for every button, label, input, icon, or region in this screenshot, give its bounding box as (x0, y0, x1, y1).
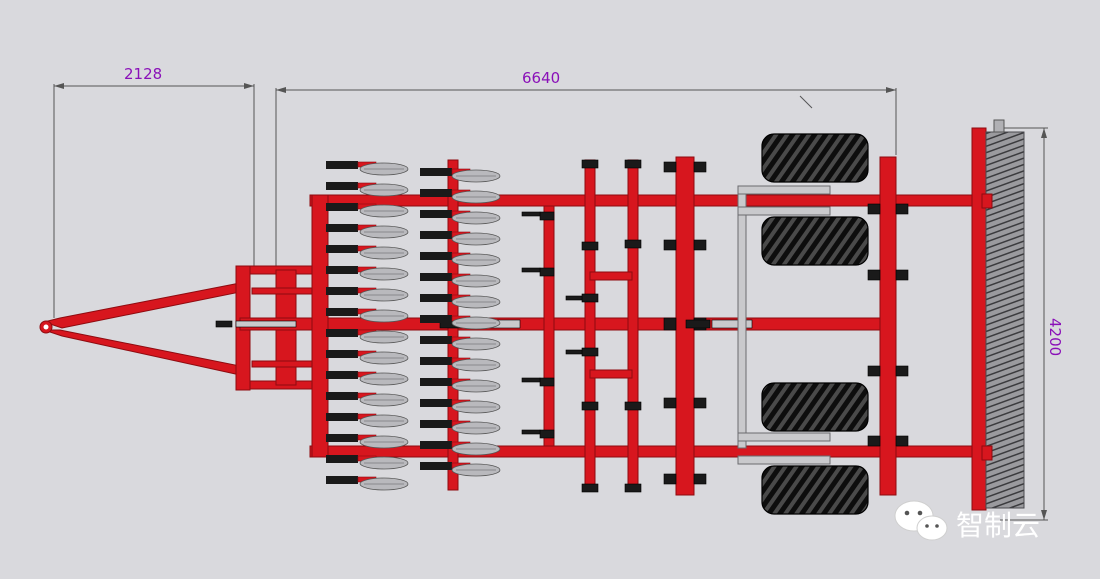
disc-unit (420, 462, 501, 477)
disc-unit (420, 294, 501, 309)
tow-hitch (39, 265, 317, 391)
disc-unit (326, 308, 409, 323)
disc-unit (326, 413, 409, 428)
hitch-length-label: 2128 (124, 65, 162, 83)
rear-roller (981, 119, 1025, 509)
disc-unit (326, 371, 409, 386)
disc-unit (420, 273, 501, 288)
disc-row-rear (420, 168, 501, 477)
wheel-axle (737, 185, 831, 465)
disc-unit (420, 252, 501, 267)
disc-unit (420, 168, 501, 183)
tire-top-2 (761, 216, 869, 266)
disc-unit (420, 399, 501, 414)
overall-width-label: 4200 (1046, 318, 1064, 356)
disc-unit (326, 287, 409, 302)
watermark-text: 智制云 (956, 509, 1040, 542)
watermark: 智制云 (894, 500, 1040, 542)
disc-unit (326, 203, 409, 218)
tire-top-1 (761, 133, 869, 183)
disc-unit (326, 266, 409, 281)
disc-unit (326, 350, 409, 365)
disc-unit (326, 329, 409, 344)
dimension-lines: 2128 6640 4200 (53, 65, 1064, 521)
tire-bottom-1 (761, 382, 869, 432)
disc-unit (326, 434, 409, 449)
tire-bottom-2 (761, 465, 869, 515)
disc-unit (420, 189, 501, 204)
disc-unit (420, 336, 501, 351)
disc-row-front (326, 161, 409, 491)
disc-unit (326, 182, 409, 197)
disc-unit (326, 455, 409, 470)
disc-unit (420, 378, 501, 393)
disc-unit (326, 161, 409, 176)
disc-unit (420, 420, 501, 435)
tires (761, 133, 869, 515)
disc-unit (420, 315, 501, 330)
disc-unit (420, 231, 501, 246)
disc-unit (326, 245, 409, 260)
frame-length-label: 6640 (522, 69, 560, 87)
disc-unit (326, 476, 409, 491)
disc-unit (420, 441, 501, 456)
disc-unit (326, 392, 409, 407)
wechat-icon (894, 500, 948, 541)
disc-unit (420, 210, 501, 225)
disc-unit (326, 224, 409, 239)
disc-unit (420, 357, 501, 372)
